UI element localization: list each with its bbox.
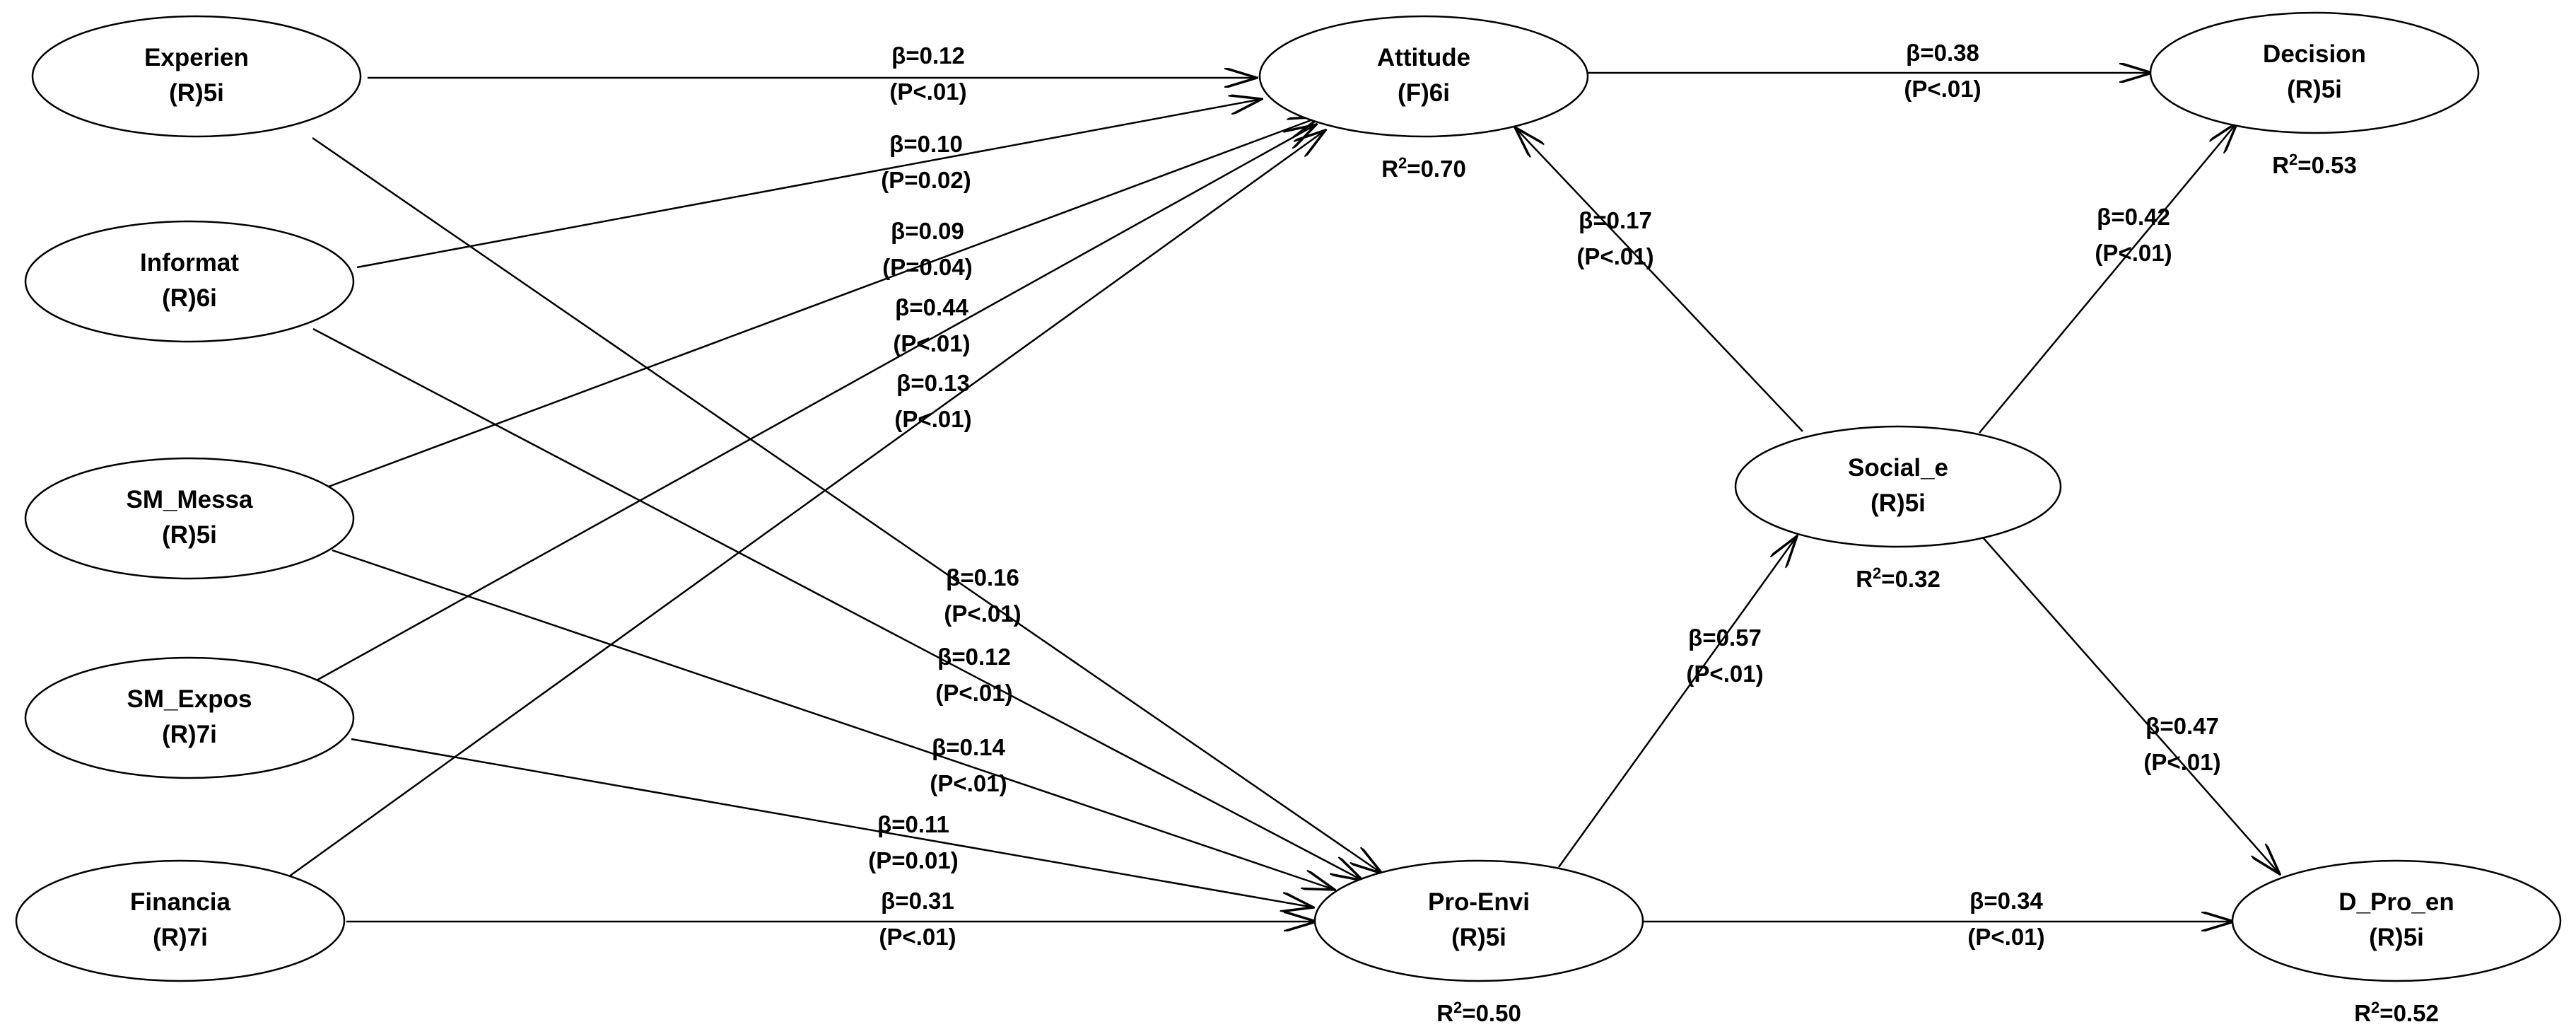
path-pvalue-financia-to-attitude: (P<.01)	[894, 406, 971, 432]
path-pvalue-social_e-to-decision: (P<.01)	[2095, 240, 2172, 266]
node-indicator-count: (R)5i	[1870, 489, 1926, 517]
construct-node-informat: Informat (R)6i	[24, 220, 355, 343]
r-squared-value: =0.52	[2379, 1000, 2439, 1026]
path-pvalue-social_e-to-d_pro_en: (P<.01)	[2143, 749, 2220, 775]
r-squared-label: R2=0.32	[1856, 564, 1940, 592]
path-coefficient-experien-to-pro_envi: β=0.16	[946, 564, 1019, 591]
path-coefficient-pro_envi-to-d_pro_en: β=0.34	[1969, 888, 2043, 914]
path-coefficient-financia-to-pro_envi: β=0.31	[881, 888, 954, 914]
path-coefficient-pro_envi-to-social_e: β=0.57	[1688, 625, 1762, 651]
node-ellipse	[31, 15, 362, 138]
construct-node-financia: Financia (R)7i	[15, 859, 346, 982]
node-name: Attitude	[1377, 44, 1470, 71]
path-coefficient-financia-to-attitude: β=0.13	[896, 370, 970, 396]
path-coefficient-attitude-to-decision: β=0.38	[1906, 40, 1979, 66]
path-pvalue-social_e-to-attitude: (P<.01)	[1576, 243, 1653, 269]
path-pvalue-experien-to-attitude: (P<.01)	[889, 79, 966, 105]
path-arrow-social_e-to-d_pro_en	[1982, 537, 2280, 874]
path-coefficient-social_e-to-d_pro_en: β=0.47	[2145, 713, 2219, 739]
path-pvalue-sm_expos-to-attitude: (P<.01)	[893, 330, 970, 356]
node-indicator-count: (F)6i	[1398, 79, 1450, 107]
node-name: Decision	[2263, 40, 2366, 68]
path-pvalue-sm_messa-to-attitude: (P=0.04)	[882, 254, 973, 280]
node-ellipse	[2231, 859, 2562, 982]
construct-node-sm_expos: SM_Expos (R)7i	[24, 656, 355, 779]
path-arrow-sm_messa-to-pro_envi	[332, 549, 1335, 890]
node-name: SM_Messa	[127, 486, 254, 513]
path-arrow-social_e-to-decision	[1979, 122, 2237, 434]
path-coefficient-social_e-to-attitude: β=0.17	[1579, 207, 1652, 233]
node-ellipse	[24, 457, 355, 580]
node-indicator-count: (R)5i	[2369, 924, 2424, 951]
r-squared-value: =0.70	[1407, 156, 1466, 182]
construct-node-sm_messa: SM_Messa (R)5i	[24, 457, 355, 580]
node-ellipse	[1313, 859, 1644, 982]
path-pvalue-informat-to-attitude: (P=0.02)	[881, 167, 971, 193]
path-pvalue-pro_envi-to-d_pro_en: (P<.01)	[1967, 924, 2044, 950]
path-arrow-experien-to-pro_envi	[312, 136, 1382, 873]
path-arrow-informat-to-pro_envi	[312, 327, 1363, 881]
path-pvalue-sm_messa-to-pro_envi: (P<.01)	[930, 770, 1007, 796]
node-indicator-count: (R)6i	[162, 284, 217, 312]
node-indicator-count: (R)5i	[1451, 924, 1506, 951]
path-pvalue-attitude-to-decision: (P<.01)	[1904, 76, 1981, 102]
node-name: Financia	[130, 888, 231, 916]
path-arrow-sm_expos-to-attitude	[308, 124, 1316, 686]
path-arrow-financia-to-attitude	[286, 130, 1325, 880]
path-arrows	[286, 73, 2280, 922]
path-arrow-sm_expos-to-pro_envi	[351, 738, 1313, 907]
node-name: Pro-Envi	[1428, 888, 1530, 916]
node-name: D_Pro_en	[2338, 888, 2454, 916]
r-squared-label: R2=0.70	[1381, 154, 1466, 182]
path-pvalue-sm_expos-to-pro_envi: (P=0.01)	[868, 847, 959, 873]
r-squared-value: =0.53	[2297, 152, 2357, 178]
node-ellipse	[1734, 425, 2062, 548]
node-name: SM_Expos	[127, 685, 252, 713]
node-indicator-count: (R)5i	[169, 79, 224, 107]
r-squared-label: R2=0.52	[2354, 999, 2439, 1026]
path-arrow-informat-to-attitude	[356, 99, 1262, 269]
path-pvalue-experien-to-pro_envi: (P<.01)	[944, 600, 1021, 627]
node-name: Experien	[144, 44, 249, 71]
path-coefficient-sm_expos-to-attitude: β=0.44	[895, 294, 968, 320]
path-pvalue-informat-to-pro_envi: (P<.01)	[935, 680, 1012, 706]
path-pvalue-financia-to-pro_envi: (P<.01)	[879, 924, 956, 950]
node-ellipse	[15, 859, 346, 982]
path-coefficient-social_e-to-decision: β=0.42	[2097, 204, 2170, 230]
path-pvalue-pro_envi-to-social_e: (P<.01)	[1686, 661, 1763, 687]
r-squared-value: =0.50	[1462, 1000, 1521, 1026]
path-arrow-social_e-to-attitude	[1515, 127, 1803, 432]
r-squared-label: R2=0.50	[1436, 999, 1521, 1026]
node-ellipse	[24, 656, 355, 779]
coefficient-labels: β=0.12 (P<.01) β=0.10 (P=0.02) β=0.09 (P=0.04…	[868, 40, 2220, 950]
path-coefficient-informat-to-attitude: β=0.10	[889, 131, 963, 157]
node-name: Informat	[140, 249, 239, 277]
path-coefficient-sm_messa-to-pro_envi: β=0.14	[932, 734, 1005, 760]
path-coefficient-sm_messa-to-attitude: β=0.09	[891, 218, 964, 244]
construct-node-experien: Experien (R)5i	[31, 15, 362, 138]
node-indicator-count: (R)5i	[162, 521, 217, 549]
node-ellipse	[1258, 15, 1589, 138]
node-ellipse	[2149, 11, 2480, 134]
construct-nodes: Experien(R)5iInformat(R)6iSM_Messa(R)5iS…	[15, 11, 2562, 1026]
node-indicator-count: (R)5i	[2287, 76, 2342, 103]
path-coefficient-informat-to-pro_envi: β=0.12	[937, 644, 1011, 670]
r-squared-value: =0.32	[1881, 566, 1940, 592]
path-coefficient-experien-to-attitude: β=0.12	[891, 42, 965, 69]
path-coefficient-sm_expos-to-pro_envi: β=0.11	[877, 811, 949, 837]
node-indicator-count: (R)7i	[153, 924, 208, 951]
node-ellipse	[24, 220, 355, 343]
path-arrow-pro_envi-to-social_e	[1557, 536, 1797, 868]
r-squared-label: R2=0.53	[2272, 151, 2357, 178]
path-arrow-sm_messa-to-attitude	[328, 117, 1321, 488]
node-indicator-count: (R)7i	[162, 721, 217, 748]
node-name: Social_e	[1848, 454, 1948, 482]
